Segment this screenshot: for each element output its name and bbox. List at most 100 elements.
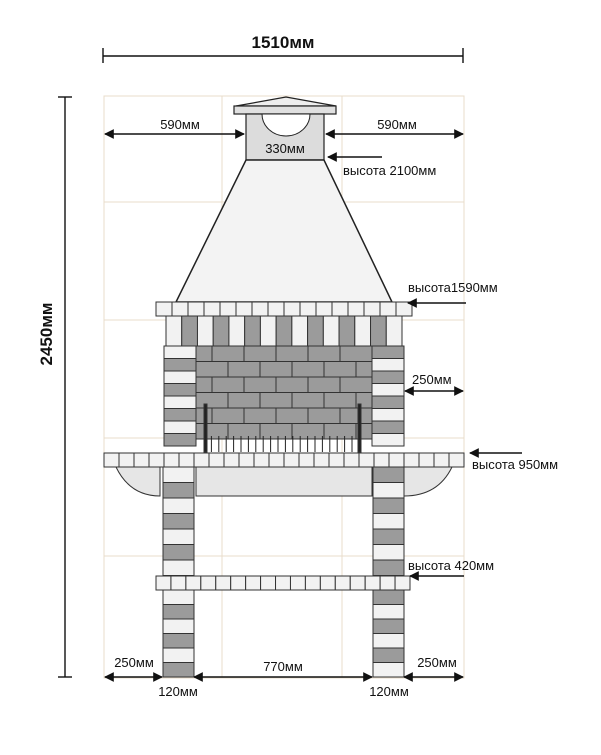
pillar-brick [372, 466, 405, 483]
counter-brick [268, 452, 285, 468]
bottom-right-label: 250мм [417, 655, 457, 670]
pillar-brick [372, 662, 405, 678]
total-width-label: 1510мм [252, 33, 315, 52]
side-wall-brick [163, 383, 197, 397]
counter-slab [103, 452, 465, 497]
header-brick [196, 315, 214, 347]
pillar-brick [162, 482, 195, 499]
counter-brick [238, 452, 255, 468]
bottom-mid-label: 770мм [263, 659, 303, 674]
counter-brick [433, 452, 450, 468]
shelf-brick [215, 575, 232, 591]
back-wall-brick [211, 345, 245, 362]
counter-brick [253, 452, 270, 468]
pillar-brick [372, 618, 405, 634]
shelf-brick [275, 575, 291, 591]
height-2100-label: высота 2100мм [343, 163, 436, 178]
side-wall-brick [371, 370, 405, 384]
pillar-brick [162, 662, 195, 678]
back-wall-brick [355, 361, 373, 378]
header-brick [244, 315, 261, 347]
cornice-brick [315, 301, 333, 317]
back-wall-brick [307, 345, 341, 362]
cornice-brick [347, 301, 365, 317]
pillar-brick [162, 559, 195, 576]
counter-brick [388, 452, 405, 468]
side-wall-brick [163, 408, 197, 422]
pillar-brick [372, 633, 405, 649]
pillar-left-label: 120мм [158, 684, 198, 699]
counter-brick [223, 452, 240, 468]
header-brick [370, 315, 387, 347]
shelf-brick [394, 575, 411, 591]
cornice-brick [251, 301, 269, 317]
side-wall-brick [371, 433, 405, 447]
shelf-brick [185, 575, 202, 591]
back-wall-brick [227, 423, 261, 440]
back-wall-brick [243, 376, 277, 393]
side-left-label: 590мм [160, 117, 200, 132]
back-wall-brick [211, 407, 245, 424]
height-420-label: высота 420мм [408, 558, 494, 573]
counter-brick [328, 452, 345, 468]
shelf-brick [289, 575, 306, 591]
header-brick [307, 315, 324, 347]
counter-brick [148, 452, 165, 468]
shelf-brick [304, 575, 321, 591]
back-wall-brick [339, 345, 373, 362]
back-wall-brick [291, 361, 325, 378]
back-wall-brick [195, 392, 229, 409]
side-wall-brick [163, 395, 197, 409]
pillar-brick [372, 497, 405, 514]
back-wall-brick [307, 407, 341, 424]
back-wall-brick [211, 376, 245, 393]
header-brick [212, 315, 230, 347]
side-wall-brick [163, 433, 197, 447]
side-wall-brick [371, 345, 405, 359]
counter-brick [298, 452, 315, 468]
back-wall-brick [275, 376, 309, 393]
shelf-brick [170, 575, 187, 591]
back-wall-brick [339, 376, 373, 393]
cornice-brick [171, 301, 189, 317]
header-brick [181, 315, 198, 347]
shelf-brick [334, 575, 351, 591]
header-brick [338, 315, 356, 347]
header-brick [291, 315, 309, 347]
header-brick [385, 315, 403, 347]
shelf-brick [349, 575, 366, 591]
pillar-brick [162, 513, 195, 530]
counter-brick [373, 452, 390, 468]
cornice-brick [283, 301, 301, 317]
shelf-brick [245, 575, 262, 591]
counter-brick [418, 452, 435, 468]
header-brick [165, 315, 183, 347]
back-wall-brick [243, 407, 277, 424]
shelf-brick [200, 575, 217, 591]
shelf-brick [155, 575, 172, 591]
counter-brick [178, 452, 195, 468]
cornice-brick [155, 301, 173, 317]
counter-brick [358, 452, 375, 468]
cornice-brick [363, 301, 381, 317]
header-brick [322, 315, 340, 347]
pillar-brick [162, 589, 195, 605]
counter-brick [118, 452, 135, 468]
grill-grate [203, 403, 362, 453]
shelf-brick [260, 575, 277, 591]
pillar-brick [162, 497, 195, 514]
back-wall-brick [259, 392, 293, 409]
counter-brick [103, 452, 120, 468]
pillar-brick [372, 513, 405, 530]
cornice-brick [267, 301, 285, 317]
back-wall-brick [195, 376, 213, 393]
back-wall-brick [275, 407, 309, 424]
counter-brick [133, 452, 150, 468]
back-wall-brick [227, 392, 261, 409]
wall-depth-label: 250мм [412, 372, 452, 387]
side-wall-brick [163, 358, 197, 372]
side-wall-brick [371, 420, 405, 434]
side-wall-brick [163, 345, 197, 359]
counter-brick [208, 452, 225, 468]
